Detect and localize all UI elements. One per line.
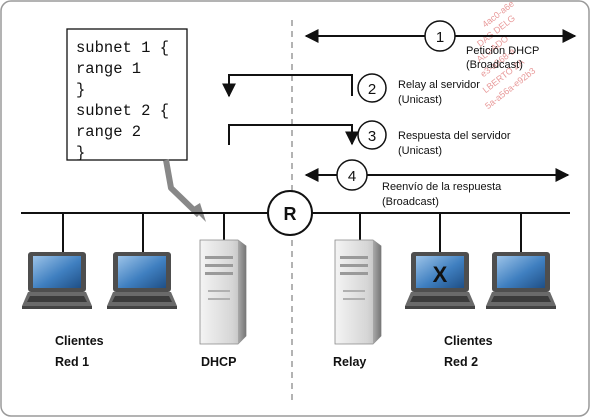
laptop-icon [107, 252, 177, 309]
relay-server-icon [334, 239, 382, 345]
step-number: 4 [348, 168, 356, 185]
step-4: 4 Reenvío de la respuesta (Broadcast) [304, 159, 570, 208]
laptop-x-mark: X [433, 262, 448, 287]
step-text: Respuesta del servidor [398, 130, 511, 142]
step-number: 2 [368, 81, 376, 98]
relay-label: Relay [333, 355, 366, 369]
step-text: Reenvío de la respuesta [382, 181, 502, 193]
step-text: (Unicast) [398, 145, 442, 157]
step-number: 3 [368, 128, 376, 145]
router-label: R [284, 204, 297, 224]
step-number: 1 [436, 29, 444, 46]
dhcp-server-icon [199, 239, 247, 345]
step-text: Relay al servidor [398, 79, 480, 91]
router: R [267, 190, 313, 236]
laptop-icon [22, 252, 92, 309]
step-text: Petición DHCP [466, 45, 539, 57]
config-line: range 2 [76, 123, 141, 141]
step-3: 3 Respuesta del servidor (Unicast) [228, 120, 511, 157]
config-line: } [76, 81, 85, 99]
step-text: (Unicast) [398, 94, 442, 106]
network-drops [62, 213, 522, 252]
dhcp-label: DHCP [201, 355, 236, 369]
laptop-icon: X [405, 252, 475, 309]
clients-red1-label: Clientes [55, 334, 104, 348]
config-line: range 1 [76, 60, 141, 78]
step-2: 2 Relay al servidor (Unicast) [222, 73, 480, 106]
clients-red2-label: Red 2 [444, 355, 478, 369]
config-line: subnet 2 { [76, 102, 169, 120]
config-line: } [76, 144, 85, 162]
dhcp-config-box: subnet 1 { range 1 } subnet 2 { range 2 … [66, 28, 188, 162]
clients-red2-label: Clientes [444, 334, 493, 348]
step-text: (Broadcast) [382, 196, 439, 208]
laptop-icon [486, 252, 556, 309]
step-text: (Broadcast) [466, 59, 523, 71]
config-pointer-arrow [163, 159, 202, 218]
clients-red1-label: Red 1 [55, 355, 89, 369]
config-line: subnet 1 { [76, 39, 169, 57]
step-1: 1 Petición DHCP (Broadcast) [304, 20, 577, 71]
